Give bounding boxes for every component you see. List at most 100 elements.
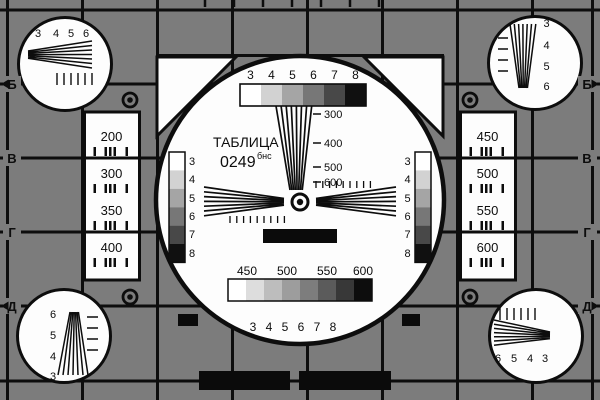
panel-value: 450	[477, 129, 499, 144]
corner-wedge-label: 4	[53, 28, 59, 40]
corner-wedge-label: 3	[542, 353, 548, 365]
grayscale-label: 4	[266, 320, 273, 334]
grayscale-step	[169, 225, 185, 244]
grayscale-step	[415, 152, 431, 171]
card-code-suffix: бнс	[257, 151, 272, 161]
row-arrow-icon	[591, 301, 599, 311]
grayscale-label: 3	[247, 68, 254, 82]
grayscale-step	[415, 188, 431, 208]
corner-wedge-label: 6	[543, 81, 549, 93]
grayscale-label: 5	[404, 193, 410, 205]
grayscale-step	[415, 225, 431, 244]
corner-wedge-label: 4	[543, 40, 549, 52]
burst-ticks-left	[229, 216, 286, 223]
corner-wedge-label: 5	[50, 330, 56, 342]
grayscale-step	[354, 279, 372, 301]
grayscale-step	[169, 244, 185, 263]
black-reference-square-right	[402, 314, 420, 326]
frequency-row: 450 500 550 600	[237, 264, 373, 278]
row-letter: Г	[8, 225, 16, 240]
grayscale-step	[336, 279, 354, 301]
wedge-frequency-label: 400	[324, 138, 342, 150]
corner-burst-ticks	[499, 308, 536, 320]
right-grayscale-strip: 3 4 5 6 7 8	[404, 151, 432, 264]
panel-box	[459, 110, 517, 282]
wedge-frequency-label: 300	[324, 109, 342, 121]
card-title: ТАБЛИЦА	[213, 134, 279, 150]
corner-wedge-label: 6	[50, 309, 56, 321]
grayscale-label: 5	[282, 320, 289, 334]
bottom-grayscale-scale	[227, 278, 373, 302]
grayscale-label: 5	[189, 193, 195, 205]
grayscale-step	[240, 84, 261, 106]
grayscale-step	[415, 170, 431, 189]
card-code: 0249	[220, 154, 256, 171]
row-arrow-icon	[1, 301, 9, 311]
frequency-label: 500	[277, 264, 297, 278]
corner-wedge-label: 5	[543, 61, 549, 73]
grayscale-label: 7	[331, 68, 338, 82]
wedge-frequency-ticks	[313, 113, 321, 183]
black-reference-bar	[263, 229, 337, 243]
corner-wedge-label: 3	[543, 18, 549, 30]
grayscale-label: 8	[404, 248, 410, 260]
corner-circle	[16, 288, 112, 384]
grayscale-label: 7	[189, 229, 195, 241]
grayscale-step	[415, 207, 431, 226]
grayscale-step	[303, 84, 324, 106]
panel-divider	[460, 156, 516, 234]
row-arrow-icon	[1, 79, 9, 89]
frequency-label: 600	[353, 264, 373, 278]
right-frequency-panel: 450 500 550 600	[459, 110, 517, 282]
top-grayscale-scale: 3 4 5 6 7 8	[239, 68, 367, 107]
horizontal-resolution-wedge-left	[203, 186, 285, 217]
grayscale-label: 6	[189, 211, 195, 223]
row-letter: Г	[583, 225, 591, 240]
corner-triangle-right	[360, 55, 445, 140]
wedge-frequency-labels: 300 400 500 600	[324, 109, 342, 189]
grayscale-label: 7	[404, 229, 410, 241]
grayscale-label: 6	[310, 68, 317, 82]
corner-wedge-label: 3	[50, 371, 56, 383]
grayscale-frame	[168, 151, 186, 264]
left-grayscale-strip: 3 4 5 6 7 8	[168, 151, 195, 264]
grayscale-step	[318, 279, 336, 301]
grayscale-step	[169, 170, 185, 189]
grayscale-step	[261, 84, 282, 106]
bottom-scale-labels: 3 4 5 6 7 8	[250, 320, 337, 334]
panel-divider	[84, 156, 140, 234]
grayscale-label: 6	[404, 211, 410, 223]
row-letter-patches	[3, 76, 597, 314]
grayscale-label: 3	[250, 320, 257, 334]
row-letters-left: Б В Г Д	[7, 77, 17, 314]
row-letter: Д	[582, 299, 592, 314]
corner-resolution-wedge	[57, 311, 89, 376]
black-reference-square-left	[178, 314, 198, 326]
panel-value: 200	[101, 129, 123, 144]
grayscale-step	[345, 84, 366, 106]
corner-wedge-label: 6	[495, 353, 501, 365]
panel-value: 550	[477, 203, 499, 218]
grayscale-label: 4	[404, 174, 410, 186]
row-arrows	[1, 79, 599, 311]
sync-bar-right	[299, 371, 391, 390]
wedge-frequency-label: 600	[324, 177, 342, 189]
grayscale-step	[324, 84, 345, 106]
grayscale-label: 5	[289, 68, 296, 82]
corner-burst-ticks	[56, 73, 93, 85]
wedge-frequency-label: 500	[324, 162, 342, 174]
corner-resolution-wedge	[27, 40, 93, 69]
grayscale-label: 4	[268, 68, 275, 82]
corner-wedge-label: 4	[527, 353, 533, 365]
grayscale-step	[264, 279, 282, 301]
grayscale-label: 8	[189, 248, 195, 260]
grayscale-frame	[227, 278, 373, 302]
grayscale-step	[246, 279, 264, 301]
grayscale-step	[228, 279, 246, 301]
corner-resolution-wedge	[509, 23, 537, 89]
grayscale-label: 8	[330, 320, 337, 334]
grayscale-label: 3	[404, 156, 410, 168]
grayscale-label: 6	[298, 320, 305, 334]
